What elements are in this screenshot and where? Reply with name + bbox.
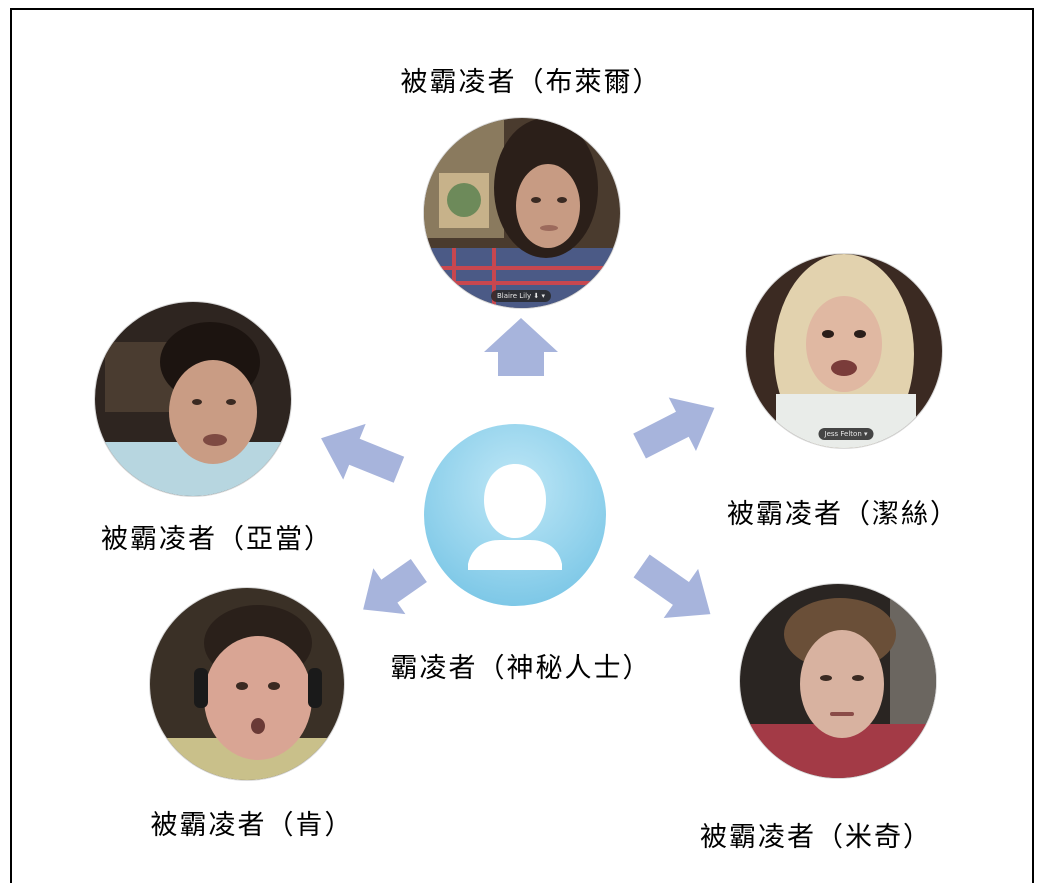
person-silhouette-icon	[468, 464, 562, 570]
avatar-bottom-right	[740, 584, 936, 778]
caller-tag-right: Jess Felton ▾	[818, 428, 874, 440]
node-label-top: 被霸凌者（布萊爾）	[400, 67, 662, 98]
node-label-bottom-right: 被霸凌者（米奇）	[700, 822, 932, 853]
node-label-center: 霸凌者（神秘人士）	[390, 653, 652, 684]
node-label-bottom-left: 被霸凌者（肯）	[150, 810, 354, 841]
avatar-bottom-left	[150, 588, 344, 780]
avatar-left	[95, 302, 291, 496]
avatar-top	[424, 118, 620, 308]
node-label-right: 被霸凌者（潔絲）	[727, 499, 959, 530]
avatar-right	[746, 254, 942, 448]
node-label-left: 被霸凌者（亞當）	[101, 524, 333, 555]
caller-tag-top: Blaire Lily ⬇ ▾	[491, 290, 551, 302]
center-node	[424, 424, 606, 606]
